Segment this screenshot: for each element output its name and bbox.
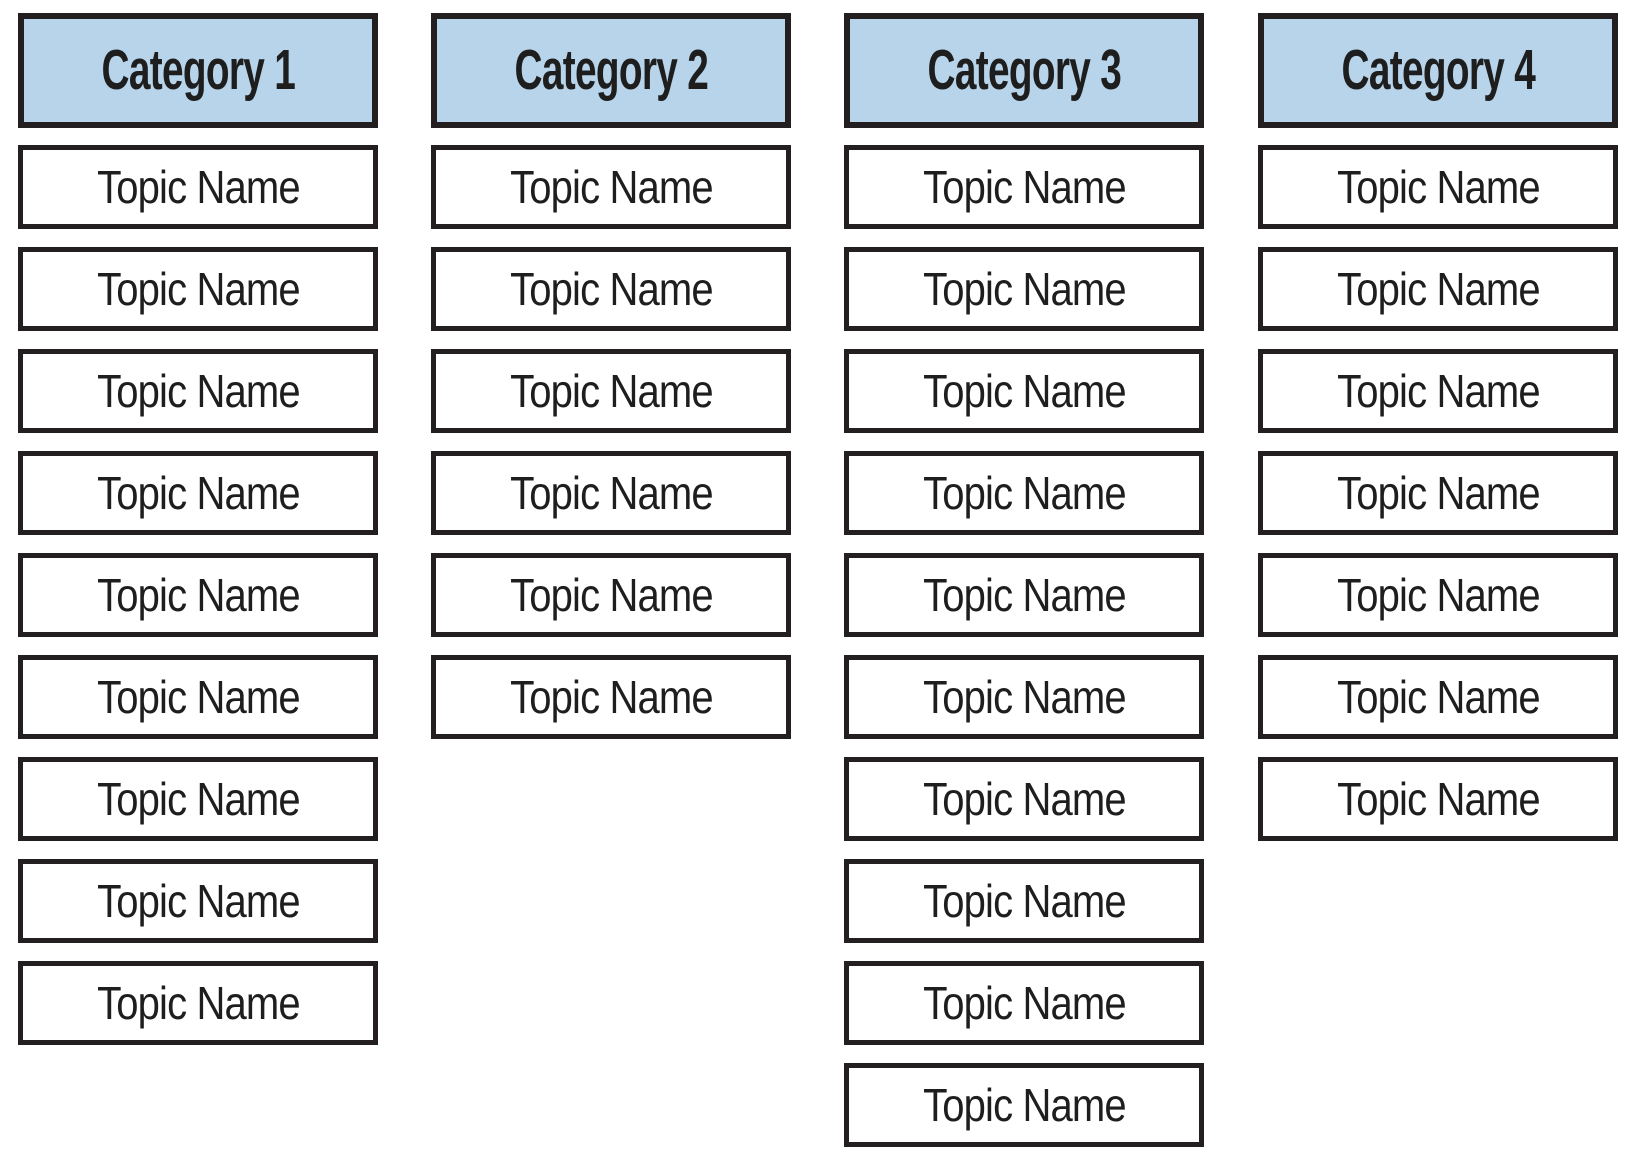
topic-card: Topic Name [1258,349,1618,433]
topic-card: Topic Name [1258,655,1618,739]
category-label: Category 4 [1341,38,1535,102]
topic-card: Topic Name [18,961,378,1045]
topic-card: Topic Name [1258,247,1618,331]
topic-card: Topic Name [18,757,378,841]
topic-card: Topic Name [18,247,378,331]
topic-card: Topic Name [844,451,1204,535]
topic-card: Topic Name [844,859,1204,943]
topic-card: Topic Name [844,349,1204,433]
topic-label: Topic Name [922,875,1126,927]
topic-label: Topic Name [922,365,1126,417]
topic-label: Topic Name [1336,569,1540,621]
topic-card: Topic Name [844,145,1204,229]
topic-card: Topic Name [844,757,1204,841]
topic-card: Topic Name [431,553,791,637]
category-column: Category 4 Topic Name Topic Name Topic N… [1258,13,1618,859]
topic-card: Topic Name [431,655,791,739]
topic-card: Topic Name [1258,553,1618,637]
topic-card: Topic Name [18,145,378,229]
topic-card: Topic Name [844,247,1204,331]
topic-card: Topic Name [844,1063,1204,1147]
topic-card: Topic Name [18,451,378,535]
topic-card: Topic Name [1258,451,1618,535]
topic-label: Topic Name [509,263,713,315]
category-column: Category 2 Topic Name Topic Name Topic N… [431,13,791,757]
topic-label: Topic Name [1336,773,1540,825]
topic-card: Topic Name [18,655,378,739]
topic-label: Topic Name [96,365,300,417]
topic-card: Topic Name [431,145,791,229]
topic-label: Topic Name [922,1079,1126,1131]
category-header: Category 4 [1258,13,1618,128]
topic-label: Topic Name [922,671,1126,723]
topic-label: Topic Name [922,977,1126,1029]
category-label: Category 2 [514,38,708,102]
topic-label: Topic Name [509,569,713,621]
topic-label: Topic Name [922,161,1126,213]
topic-card: Topic Name [1258,145,1618,229]
topic-label: Topic Name [922,773,1126,825]
topic-card: Topic Name [431,451,791,535]
topic-label: Topic Name [1336,671,1540,723]
category-header: Category 1 [18,13,378,128]
topic-label: Topic Name [96,569,300,621]
topic-card: Topic Name [431,247,791,331]
topic-label: Topic Name [96,161,300,213]
category-header: Category 3 [844,13,1204,128]
category-column: Category 1 Topic Name Topic Name Topic N… [18,13,378,1063]
topic-label: Topic Name [509,467,713,519]
topic-label: Topic Name [96,671,300,723]
topic-label: Topic Name [96,773,300,825]
topic-label: Topic Name [1336,365,1540,417]
topic-label: Topic Name [1336,467,1540,519]
category-header: Category 2 [431,13,791,128]
topic-label: Topic Name [922,569,1126,621]
topic-label: Topic Name [922,263,1126,315]
topic-label: Topic Name [1336,161,1540,213]
topic-card: Topic Name [844,961,1204,1045]
topic-card: Topic Name [18,553,378,637]
topic-label: Topic Name [509,365,713,417]
topic-card: Topic Name [844,553,1204,637]
category-column: Category 3 Topic Name Topic Name Topic N… [844,13,1204,1165]
topic-card: Topic Name [431,349,791,433]
topic-card: Topic Name [844,655,1204,739]
topic-label: Topic Name [509,671,713,723]
category-label: Category 3 [927,38,1121,102]
topic-card: Topic Name [18,349,378,433]
topic-label: Topic Name [96,263,300,315]
topic-card: Topic Name [18,859,378,943]
topic-label: Topic Name [96,977,300,1029]
topic-card: Topic Name [1258,757,1618,841]
topic-label: Topic Name [96,875,300,927]
topic-label: Topic Name [922,467,1126,519]
topic-label: Topic Name [96,467,300,519]
category-label: Category 1 [101,38,295,102]
topic-label: Topic Name [1336,263,1540,315]
topic-label: Topic Name [509,161,713,213]
